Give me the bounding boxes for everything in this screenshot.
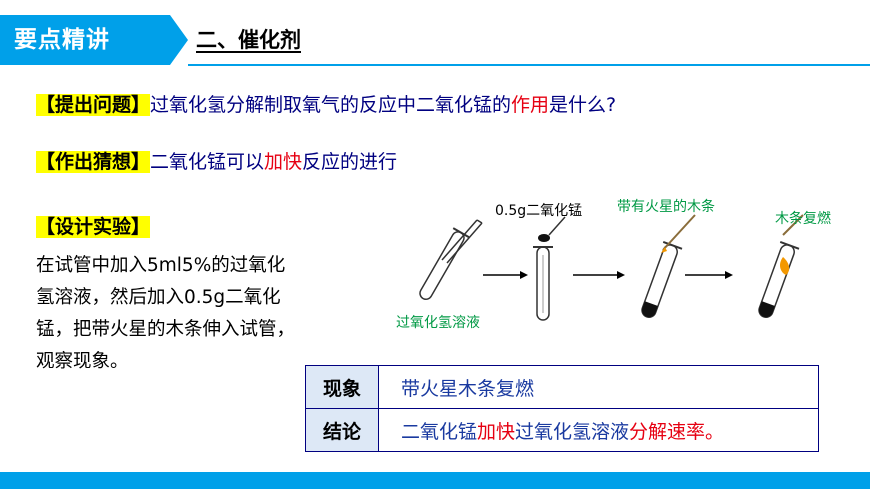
table-row: 现象 带火星木条复燃 — [305, 365, 819, 409]
phenomenon-label: 现象 — [305, 365, 379, 409]
footer-bar — [0, 472, 870, 489]
experiment-diagram — [419, 214, 804, 321]
hypothesis-highlight: 加快 — [264, 151, 303, 173]
conclusion-red2: 分解速率。 — [629, 420, 725, 443]
test-tube-sediment-icon — [641, 240, 683, 318]
conclusion-value: 二氧化锰加快过氧化氢溶液分解速率。 — [378, 408, 819, 452]
hypothesis-tag: 【作出猜想】 — [36, 151, 151, 173]
hypothesis-text-before: 二氧化锰可以 — [150, 151, 265, 173]
arrow-icon — [483, 271, 528, 279]
conclusion-before: 二氧化锰 — [401, 420, 478, 443]
test-tube-relit-icon — [758, 240, 800, 318]
question-row: 【提出问题】过氧化氢分解制取氧气的反应中二氧化锰的作用是什么? — [36, 90, 616, 117]
experiment-text: 在试管中加入5ml5%的过氧化氢溶液，然后加入0.5g二氧化锰，把带火星的木条伸… — [36, 255, 296, 372]
experiment-row: 【设计实验】 — [36, 212, 151, 239]
arrow-icon — [573, 271, 625, 279]
question-highlight: 作用 — [511, 94, 550, 116]
table-row: 结论 二氧化锰加快过氧化氢溶液分解速率。 — [305, 408, 819, 452]
mno2-powder-icon — [538, 216, 566, 242]
conclusion-mid: 过氧化氢溶液 — [515, 420, 630, 443]
header-badge-shape — [0, 15, 188, 65]
test-tube-upright-icon — [533, 246, 553, 321]
question-text-before: 过氧化氢分解制取氧气的反应中二氧化锰的 — [150, 94, 512, 116]
glowing-splint-icon — [661, 214, 696, 253]
flame-icon — [779, 214, 804, 275]
section-badge: 要点精讲 — [14, 27, 110, 53]
hypothesis-text-after: 反应的进行 — [302, 151, 398, 173]
label-relight: 木条复燃 — [775, 211, 831, 227]
conclusion-label: 结论 — [305, 408, 379, 452]
label-solution: 过氧化氢溶液 — [396, 315, 480, 331]
label-splint: 带有火星的木条 — [617, 199, 715, 215]
phenomenon-value: 带火星木条复燃 — [378, 365, 819, 409]
results-table: 现象 带火星木条复燃 结论 二氧化锰加快过氧化氢溶液分解速率。 — [305, 365, 819, 452]
arrow-icon — [685, 271, 733, 279]
conclusion-red1: 加快 — [477, 420, 516, 443]
question-text-after: 是什么? — [549, 94, 617, 116]
hypothesis-row: 【作出猜想】二氧化锰可以加快反应的进行 — [36, 147, 397, 174]
header-divider — [188, 64, 870, 66]
page-title: 二、催化剂 — [196, 28, 301, 52]
question-tag: 【提出问题】 — [36, 94, 151, 116]
label-mno2: 0.5g二氧化锰 — [495, 203, 583, 219]
experiment-tag: 【设计实验】 — [36, 216, 151, 238]
test-tube-tilted-icon — [419, 219, 483, 301]
